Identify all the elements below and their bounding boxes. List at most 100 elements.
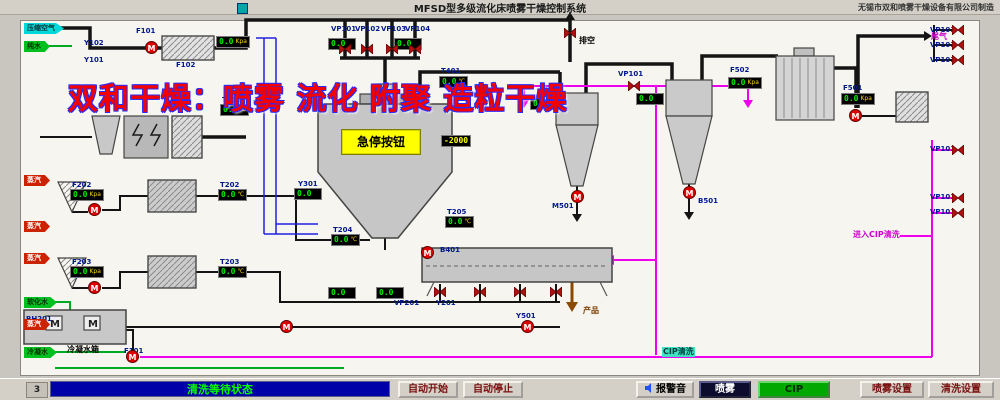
emergency-stop-button[interactable]: 急停按钮: [341, 129, 421, 155]
auto-stop-button[interactable]: 自动停止: [463, 381, 523, 398]
valve-icon[interactable]: [338, 43, 352, 55]
pump-motor-icon[interactable]: M: [521, 320, 534, 333]
equipment-tag: T401: [441, 67, 461, 75]
valve-icon[interactable]: [951, 54, 965, 66]
pump-motor-icon[interactable]: M: [88, 203, 101, 216]
diagram-label: 产品: [583, 306, 599, 315]
valve-icon[interactable]: [549, 286, 563, 298]
equipment-tag: Y102: [84, 39, 104, 47]
equipment-tag: VP101: [930, 208, 956, 216]
equipment-tag: VP101: [331, 25, 357, 33]
flow-arrows-black: [565, 12, 932, 222]
air-heater-1: [161, 35, 215, 61]
value-display: 0.0℃: [331, 234, 361, 246]
equipment-tag: VP101: [930, 26, 956, 34]
value-display: 0.0℃: [439, 76, 469, 88]
equipment-tag: Y501: [516, 312, 536, 320]
window-title: MFSD型多级流化床喷雾干燥控制系统: [413, 3, 587, 15]
valve-icon[interactable]: [951, 207, 965, 219]
pump-motor-icon[interactable]: M: [126, 350, 139, 363]
equipment-tag: F501: [843, 84, 863, 92]
equipment-tag: B501: [698, 197, 718, 205]
app-icon: [237, 3, 248, 14]
diagram-label: CIP清洗: [662, 347, 695, 357]
status-bar: 清洗等待状态: [50, 381, 390, 397]
equipment-tag: B401: [440, 246, 460, 254]
company-label: 无锡市双和喷雾干燥设备有限公司制造: [858, 3, 994, 12]
valve-icon[interactable]: [408, 43, 422, 55]
clean-settings-button[interactable]: 清洗设置: [928, 381, 994, 398]
equipment-tag: T202: [220, 181, 240, 189]
equipment-tag: F202: [72, 181, 92, 189]
pump-motor-icon[interactable]: M: [88, 281, 101, 294]
condensate-tank: [23, 309, 127, 345]
watermark-text: 双和干燥：喷雾 流化 附聚 造粒干燥: [68, 82, 568, 117]
spray-button[interactable]: 喷雾: [699, 381, 751, 398]
main-air-duct: [50, 18, 924, 139]
equipment-tag: Y101: [84, 56, 104, 64]
equipment-tag: T201: [222, 96, 242, 104]
value-display: 0.0: [636, 93, 664, 105]
agitator-motor-2: [83, 315, 101, 331]
value-display: 0.0: [530, 98, 558, 110]
inlet-hopper: [91, 115, 121, 155]
equipment-tag: VP101: [930, 56, 956, 64]
value-display: 0.0℃: [445, 216, 475, 228]
pump-motor-icon[interactable]: M: [145, 41, 158, 54]
valve-icon[interactable]: [951, 144, 965, 156]
valve-icon[interactable]: [951, 192, 965, 204]
valve-icon[interactable]: [385, 43, 399, 55]
stream-label: 压缩空气: [24, 23, 64, 34]
valve-icon[interactable]: [360, 43, 374, 55]
equipment-tag: VP201: [394, 299, 420, 307]
valve-icon[interactable]: [627, 80, 641, 92]
valve-icon[interactable]: [951, 24, 965, 36]
valve-icon[interactable]: [513, 286, 527, 298]
stream-label: 蒸汽: [24, 175, 50, 186]
air-heater-3: [147, 255, 197, 289]
equipment-tag: F102: [176, 61, 196, 69]
value-display: 0.0℃: [218, 266, 248, 278]
auto-start-button[interactable]: 自动开始: [398, 381, 458, 398]
air-filter-1: [171, 115, 203, 159]
equipment-tag: F101: [136, 27, 156, 35]
svg-text:M: M: [88, 319, 98, 330]
fluid-bed: [421, 247, 613, 283]
taskbar-icon[interactable]: 3: [26, 382, 48, 398]
valve-icon[interactable]: [951, 39, 965, 51]
cyclone-2: [665, 115, 713, 185]
value-display: -2000: [441, 135, 472, 147]
spray-settings-button[interactable]: 喷雾设置: [860, 381, 924, 398]
cip-button[interactable]: CIP: [758, 381, 830, 398]
valve-icon[interactable]: [433, 286, 447, 298]
air-heater-2: [147, 179, 197, 213]
pump-motor-icon[interactable]: M: [849, 109, 862, 122]
value-display: 0.0: [394, 38, 422, 50]
pump-motor-icon[interactable]: M: [571, 190, 584, 203]
pump-motor-icon[interactable]: M: [683, 186, 696, 199]
silencer: [895, 91, 929, 123]
value-display: 0.0: [376, 287, 404, 299]
equipment-tag: VP104: [405, 25, 431, 33]
equipment-tag: VP101: [930, 41, 956, 49]
diagram-label: 尾气: [931, 32, 947, 41]
pump-motor-icon[interactable]: M: [280, 320, 293, 333]
diagram-label: 进入CIP清洗: [853, 230, 900, 239]
equipment-tag: F502: [730, 66, 750, 74]
valve-icon[interactable]: [473, 286, 487, 298]
value-display: 0.0℃: [220, 104, 250, 116]
alarm-sound-button[interactable]: 报警音: [636, 381, 694, 398]
value-display: 0.0: [328, 287, 356, 299]
pump-motor-icon[interactable]: M: [421, 246, 434, 259]
bottom-control-bar: 3 清洗等待状态 自动开始 自动停止 报警音 喷雾 CIP 喷雾设置 清洗设置: [0, 378, 1000, 400]
equipment-tag: T205: [447, 208, 467, 216]
aux-pipes-blue: [256, 37, 318, 235]
equipment-tag: T203: [220, 258, 240, 266]
equipment-tag: F203: [72, 258, 92, 266]
valve-icon[interactable]: [563, 27, 577, 39]
equipment-tag: VP101: [930, 193, 956, 201]
svg-text:M: M: [50, 319, 60, 330]
